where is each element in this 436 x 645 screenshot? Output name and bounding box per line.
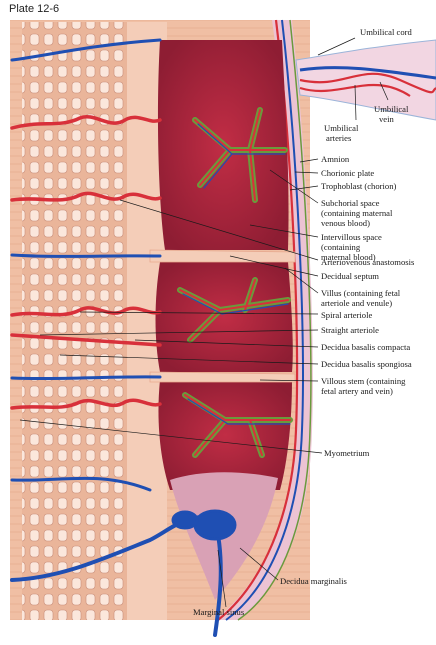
umbilical-cord	[295, 39, 436, 121]
label-villous-stem-line1: Villous stem (containing	[321, 376, 406, 386]
label-decidua-spongiosa: Decidua basalis spongiosa	[321, 359, 412, 369]
label-marginal-sinus: Marginal sinus	[193, 607, 245, 617]
label-spiral-arteriole: Spiral arteriole	[321, 310, 372, 320]
decidual-septa	[149, 249, 296, 383]
label-villus-line1: Villus (containing fetal	[321, 288, 401, 298]
label-villus-line2: arteriole and venule)	[321, 298, 392, 308]
diagram-labels: Umbilical cord Umbilical arteries Umbili…	[193, 27, 415, 617]
label-villous-stem-line2: fetal artery and vein)	[321, 386, 393, 396]
label-myometrium: Myometrium	[324, 448, 370, 458]
label-decidua-compacta: Decidua basalis compacta	[321, 342, 410, 352]
label-subchorial-line3: venous blood)	[321, 218, 370, 228]
spiral-arterioles	[10, 115, 162, 410]
label-intervillous-line3: maternal blood)	[321, 252, 376, 262]
leader-lines	[19, 37, 389, 608]
label-arteriovenous-visible: Arteriovenous anastomosis	[321, 257, 415, 267]
label-umbilical-cord: Umbilical cord	[360, 27, 412, 37]
plate-label: Plate 12-6	[9, 3, 60, 15]
villous-trees	[177, 107, 293, 458]
label-subchorial-line2: (containing maternal	[321, 208, 393, 218]
label-subchorial-line1: Subchorial space	[321, 198, 380, 208]
label-straight-arteriole: Straight arteriole	[321, 325, 379, 335]
label-intervillous-line1: Intervillous space	[321, 232, 382, 242]
label-umbilical-arteries-line1: Umbilical	[324, 123, 359, 133]
label-umbilical-vein-line2: vein	[379, 114, 394, 124]
label-trophoblast: Trophoblast (chorion)	[321, 181, 396, 191]
label-umbilical-arteries-line2: arteries	[326, 133, 352, 143]
label-chorionic-plate: Chorionic plate	[321, 168, 374, 178]
label-intervillous-line2: (containing	[321, 242, 361, 252]
label-decidua-marginalis: Decidua marginalis	[280, 576, 348, 586]
maternal-veins	[10, 38, 237, 637]
label-umbilical-vein-line1: Umbilical	[374, 104, 409, 114]
label-amnion: Amnion	[321, 154, 350, 164]
label-decidual-septum: Decidual septum	[321, 271, 379, 281]
